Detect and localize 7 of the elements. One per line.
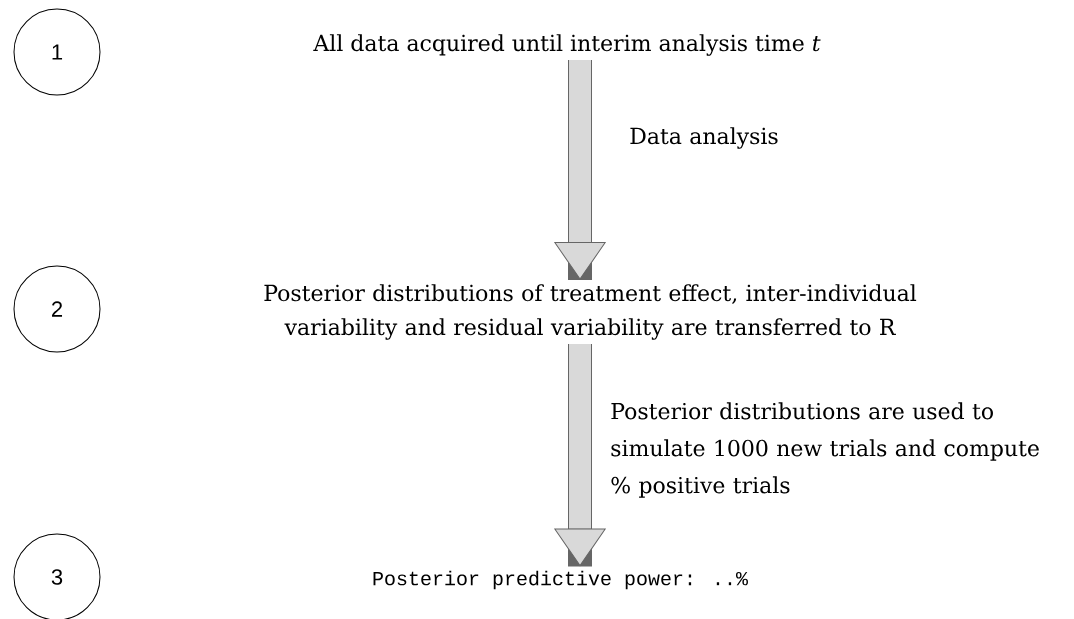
result-text: Posterior predictive power: ..%: [373, 570, 748, 590]
step-text: Posterior distributions of treatment effect, inter-individual variability and residual variability are transferred to R: [264, 284, 917, 340]
step-text: All data acquired until interim analysis time t: [313, 34, 821, 56]
block-arrow: [554, 344, 606, 567]
edge-label: Data analysis: [630, 127, 778, 149]
edge-label: Posterior distributions are used to simulate 1000 new trials and compute % positive trials: [611, 402, 1039, 498]
block-arrow: [554, 60, 606, 280]
